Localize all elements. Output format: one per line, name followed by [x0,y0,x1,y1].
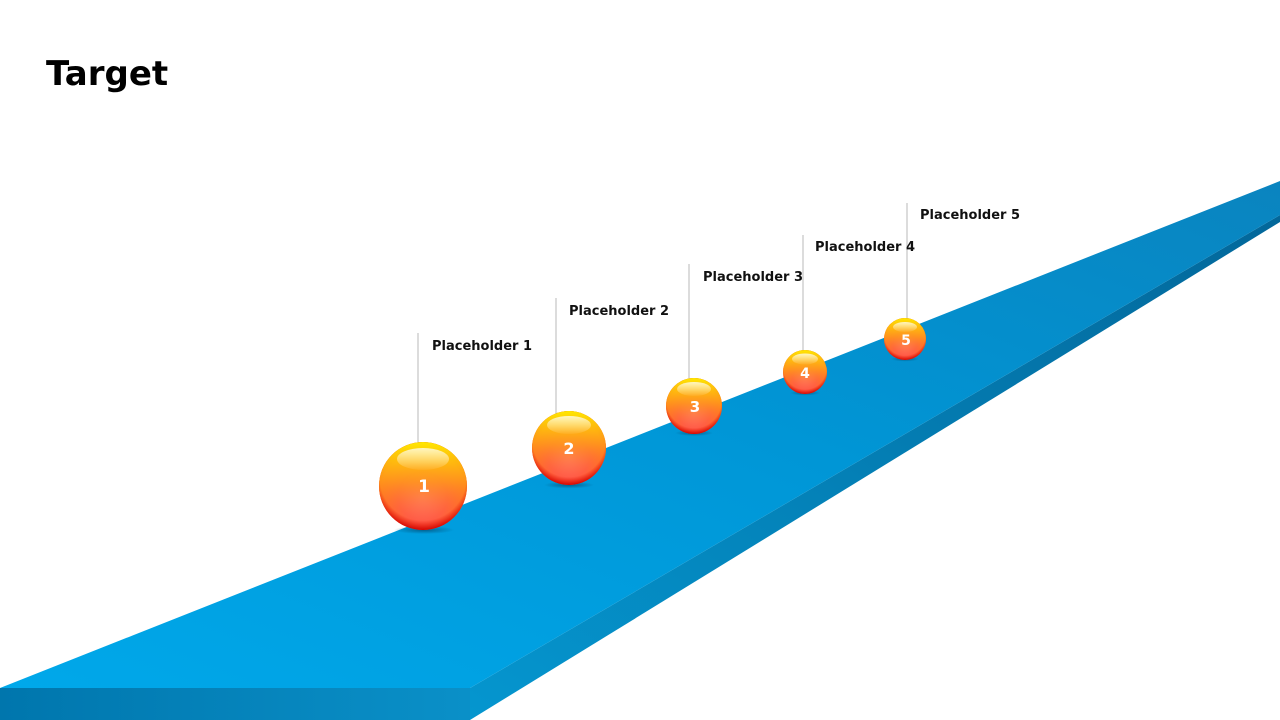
milestone-label-5[interactable]: Placeholder 5 [920,208,1021,223]
milestone-ball-2[interactable]: 2 [532,411,606,489]
milestone-number-1: 1 [418,477,430,497]
milestone-number-5: 5 [901,333,911,349]
milestone-number-4: 4 [800,366,810,382]
milestone-ball-1[interactable]: 1 [379,442,467,534]
road-front-face [0,688,470,720]
milestone-label-3[interactable]: Placeholder 3 [703,270,804,285]
slide-title: Target [46,54,169,94]
milestone-label-4[interactable]: Placeholder 4 [815,240,916,255]
road-side-face [470,215,1280,720]
milestone-number-3: 3 [690,398,700,416]
road-top-surface [0,181,1280,688]
milestone-ball-3[interactable]: 3 [666,378,722,436]
milestone-label-1[interactable]: Placeholder 1 [432,339,533,354]
milestone-ball-5[interactable]: 5 [884,318,926,362]
milestone-number-2: 2 [563,439,574,458]
milestone-label-2[interactable]: Placeholder 2 [569,304,670,319]
milestone-ball-4[interactable]: 4 [783,350,827,396]
